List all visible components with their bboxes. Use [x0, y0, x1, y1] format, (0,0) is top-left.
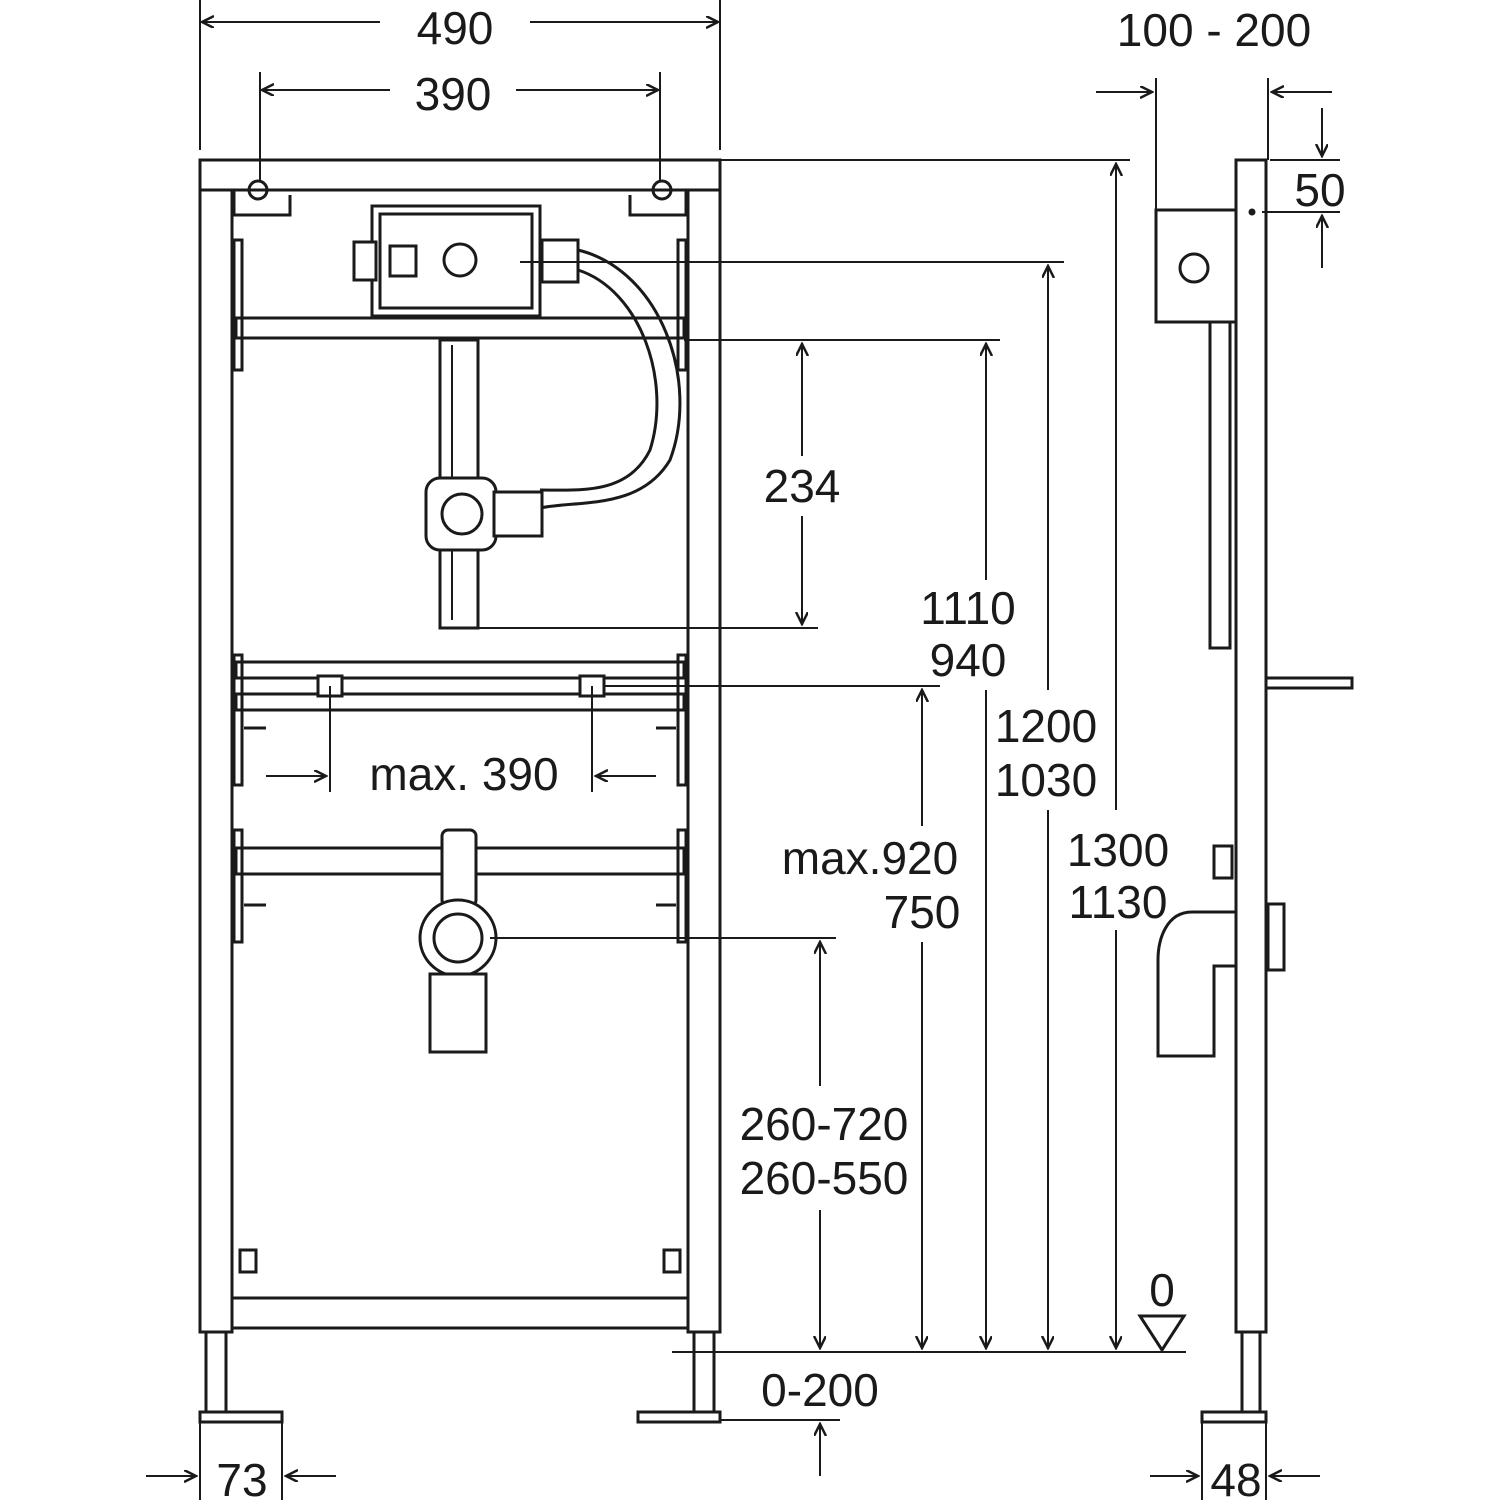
side-channel [1208, 320, 1232, 650]
dim-outlet-height-b: 260-550 [740, 1152, 909, 1204]
dim-top-offset: 50 [1294, 164, 1345, 216]
side-outlet-elbow [1156, 910, 1238, 1058]
wall-elbow-body [424, 476, 498, 552]
dim-frame-height-a: 1200 [995, 700, 1097, 752]
valve-crossbar [234, 316, 686, 340]
side-valve-port [1178, 252, 1210, 284]
left-upright [198, 158, 234, 1334]
valve-fitting [388, 244, 418, 278]
outlet-pipe [428, 972, 488, 1054]
hose-outer [539, 248, 682, 510]
bracket-rail-top [234, 660, 686, 680]
top-rail [198, 158, 722, 192]
side-clamp [1212, 844, 1234, 880]
dim-bracket-height-a: max.920 [782, 832, 958, 884]
dim-depth-range: 100 - 200 [1117, 4, 1311, 56]
side-leg [1240, 1330, 1262, 1414]
bottom-bolt-right [662, 1248, 682, 1274]
wall-elbow-connector [492, 490, 544, 538]
dim-outlet-height-a: 260-720 [740, 1098, 909, 1150]
outlet-bore [432, 912, 484, 964]
dim-total-height-a: 1300 [1067, 824, 1169, 876]
side-view [1154, 158, 1354, 1424]
dim-bracket-height-b: 750 [884, 886, 961, 938]
side-valve-box [1154, 208, 1238, 324]
dim-valve-height-a: 1110 [920, 582, 1016, 634]
bracket-rail-bottom [234, 692, 686, 712]
dim-total-height-b: 1130 [1069, 876, 1168, 928]
side-outlet-flange [1266, 902, 1286, 972]
dim-foot-width-side: 48 [1210, 1454, 1261, 1500]
dimension-lines [146, 0, 1340, 1500]
fixing-hole-left [247, 179, 269, 201]
bracket-side-left [232, 653, 244, 787]
side-upright [1234, 158, 1268, 1334]
outlet-side-left [232, 828, 244, 944]
dim-valve-spacing: 234 [764, 460, 841, 512]
side-bracket-arm [1264, 676, 1354, 690]
right-foot [636, 1410, 722, 1424]
outlet-clamp [440, 828, 478, 908]
dim-frame-height-b: 1030 [995, 754, 1097, 806]
dim-fixing-width: 390 [415, 68, 492, 120]
bracket-side-right [676, 653, 688, 787]
fixing-hole-right [651, 179, 673, 201]
left-leg [204, 1330, 228, 1414]
side-reference-dot [1248, 208, 1256, 216]
hose-inner [539, 268, 659, 492]
outlet-side-right [676, 828, 688, 944]
bottom-bolt-left [238, 1248, 258, 1274]
top-corner-brackets [232, 190, 688, 217]
crossbar-bracket-left [232, 238, 244, 372]
dim-foot-adjust: 0-200 [761, 1364, 879, 1416]
dim-zero-level: 0 [1149, 1264, 1175, 1316]
dim-foot-width-front: 73 [216, 1454, 267, 1500]
bottom-rail [230, 1296, 690, 1330]
dimension-labels: 490 390 100 - 200 50 234 1110 940 1200 1… [216, 2, 1345, 1500]
dim-valve-height-b: 940 [930, 634, 1007, 686]
dim-bracket-spacing: max. 390 [369, 748, 558, 800]
crossbar-bracket-right [676, 238, 688, 372]
right-leg [692, 1330, 716, 1414]
front-view [198, 158, 722, 1424]
valve-wheel [442, 242, 478, 278]
zero-level-symbol [1137, 1314, 1187, 1353]
dim-overall-width: 490 [417, 2, 494, 54]
right-upright [686, 158, 722, 1334]
valve-nut-left [352, 240, 378, 282]
outlet-ring [418, 898, 498, 978]
side-foot [1200, 1410, 1268, 1424]
wall-elbow-port [440, 492, 484, 536]
left-foot [198, 1410, 284, 1424]
